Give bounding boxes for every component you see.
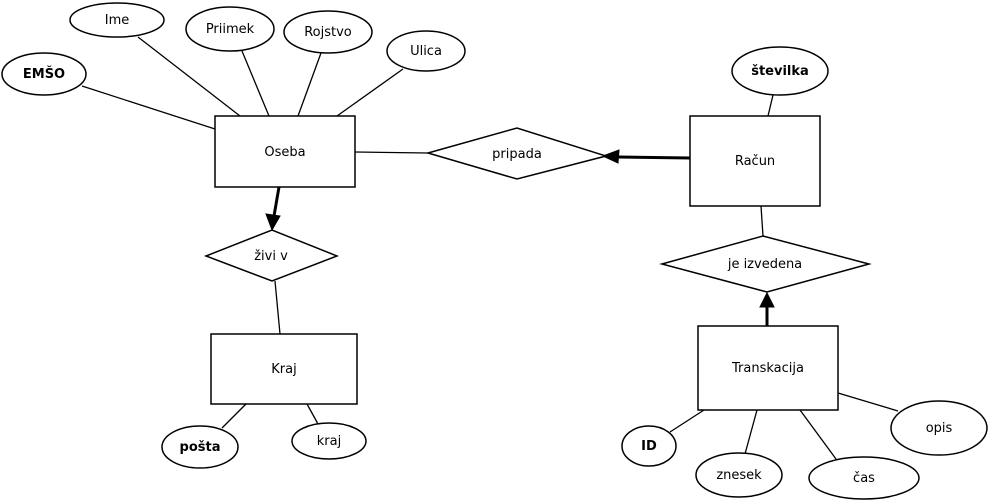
connector-znesek-transkacija	[744, 409, 758, 455]
attribute-rojstvo[interactable]: Rojstvo	[283, 10, 373, 54]
connector-opis-transkacija	[837, 392, 899, 412]
entity-transkacija-label: Transkacija	[731, 361, 804, 376]
relationship-pripada[interactable]: pripada	[425, 127, 609, 180]
connector-posta-kraj	[221, 403, 247, 429]
connector-rojstvo-oseba	[297, 52, 322, 117]
attribute-stevilka[interactable]: številka	[731, 46, 829, 96]
attribute-opis-label: opis	[926, 421, 953, 436]
attribute-emso-label: EMŠO	[23, 66, 65, 82]
attribute-id-label: ID	[641, 439, 657, 454]
attribute-stevilka-label: številka	[751, 64, 809, 79]
connector-oseba-pripada	[354, 151, 429, 154]
attribute-kraj[interactable]: kraj	[291, 422, 367, 460]
connector-stevilka-racun	[767, 94, 774, 117]
arrowhead-zivi-v	[265, 213, 281, 232]
connector-id-transkacija	[669, 409, 705, 433]
connector-ime-oseba	[137, 36, 241, 117]
attribute-cas[interactable]: čas	[808, 456, 920, 500]
relationship-zivi-v[interactable]: živi v	[203, 229, 340, 282]
attribute-id[interactable]: ID	[621, 425, 677, 467]
entity-racun-label: Račun	[735, 154, 775, 169]
attribute-ulica[interactable]: Ulica	[386, 30, 466, 72]
attribute-znesek-label: znesek	[716, 468, 762, 483]
attribute-ulica-label: Ulica	[410, 44, 442, 59]
attribute-posta-label: pošta	[180, 440, 221, 455]
entity-racun[interactable]: Račun	[689, 115, 821, 207]
connectors	[81, 36, 899, 460]
entity-kraj-label: Kraj	[271, 362, 296, 377]
connector-emso-oseba	[81, 85, 216, 130]
entity-transkacija[interactable]: Transkacija	[697, 325, 839, 411]
arrowhead-pripada	[601, 149, 620, 164]
attribute-ime-label: Ime	[105, 13, 130, 28]
attribute-emso[interactable]: EMŠO	[1, 52, 87, 96]
attribute-rojstvo-label: Rojstvo	[304, 25, 352, 40]
relationship-je-izvedena-label: je izvedena	[727, 257, 802, 272]
connector-ulica-oseba	[336, 68, 404, 117]
connector-racun-je-izvedena	[760, 205, 764, 237]
relationship-pripada-label: pripada	[492, 147, 542, 162]
connector-cas-transkacija	[799, 409, 837, 460]
arrowhead-je-izvedena	[759, 291, 775, 308]
connector-racun-pripada	[617, 155, 691, 160]
connector-priimek-oseba	[241, 50, 270, 117]
attribute-kraj-label: kraj	[317, 434, 341, 449]
attribute-cas-label: čas	[853, 471, 875, 486]
connector-oseba-zivi-v	[272, 186, 281, 217]
connector-zivi-v-kraj	[274, 280, 281, 335]
attribute-znesek[interactable]: znesek	[695, 452, 783, 498]
attribute-priimek[interactable]: Priimek	[185, 6, 275, 52]
attribute-ime[interactable]: Ime	[69, 2, 165, 38]
connector-kraj-attr-kraj	[306, 403, 319, 425]
entity-oseba[interactable]: Oseba	[214, 115, 356, 188]
attribute-posta[interactable]: pošta	[161, 425, 239, 469]
attribute-opis[interactable]: opis	[890, 400, 988, 456]
relationship-je-izvedena[interactable]: je izvedena	[659, 235, 872, 293]
entity-kraj[interactable]: Kraj	[210, 333, 358, 405]
entity-oseba-label: Oseba	[264, 145, 305, 160]
attribute-priimek-label: Priimek	[206, 22, 255, 37]
relationship-zivi-v-label: živi v	[254, 249, 288, 264]
